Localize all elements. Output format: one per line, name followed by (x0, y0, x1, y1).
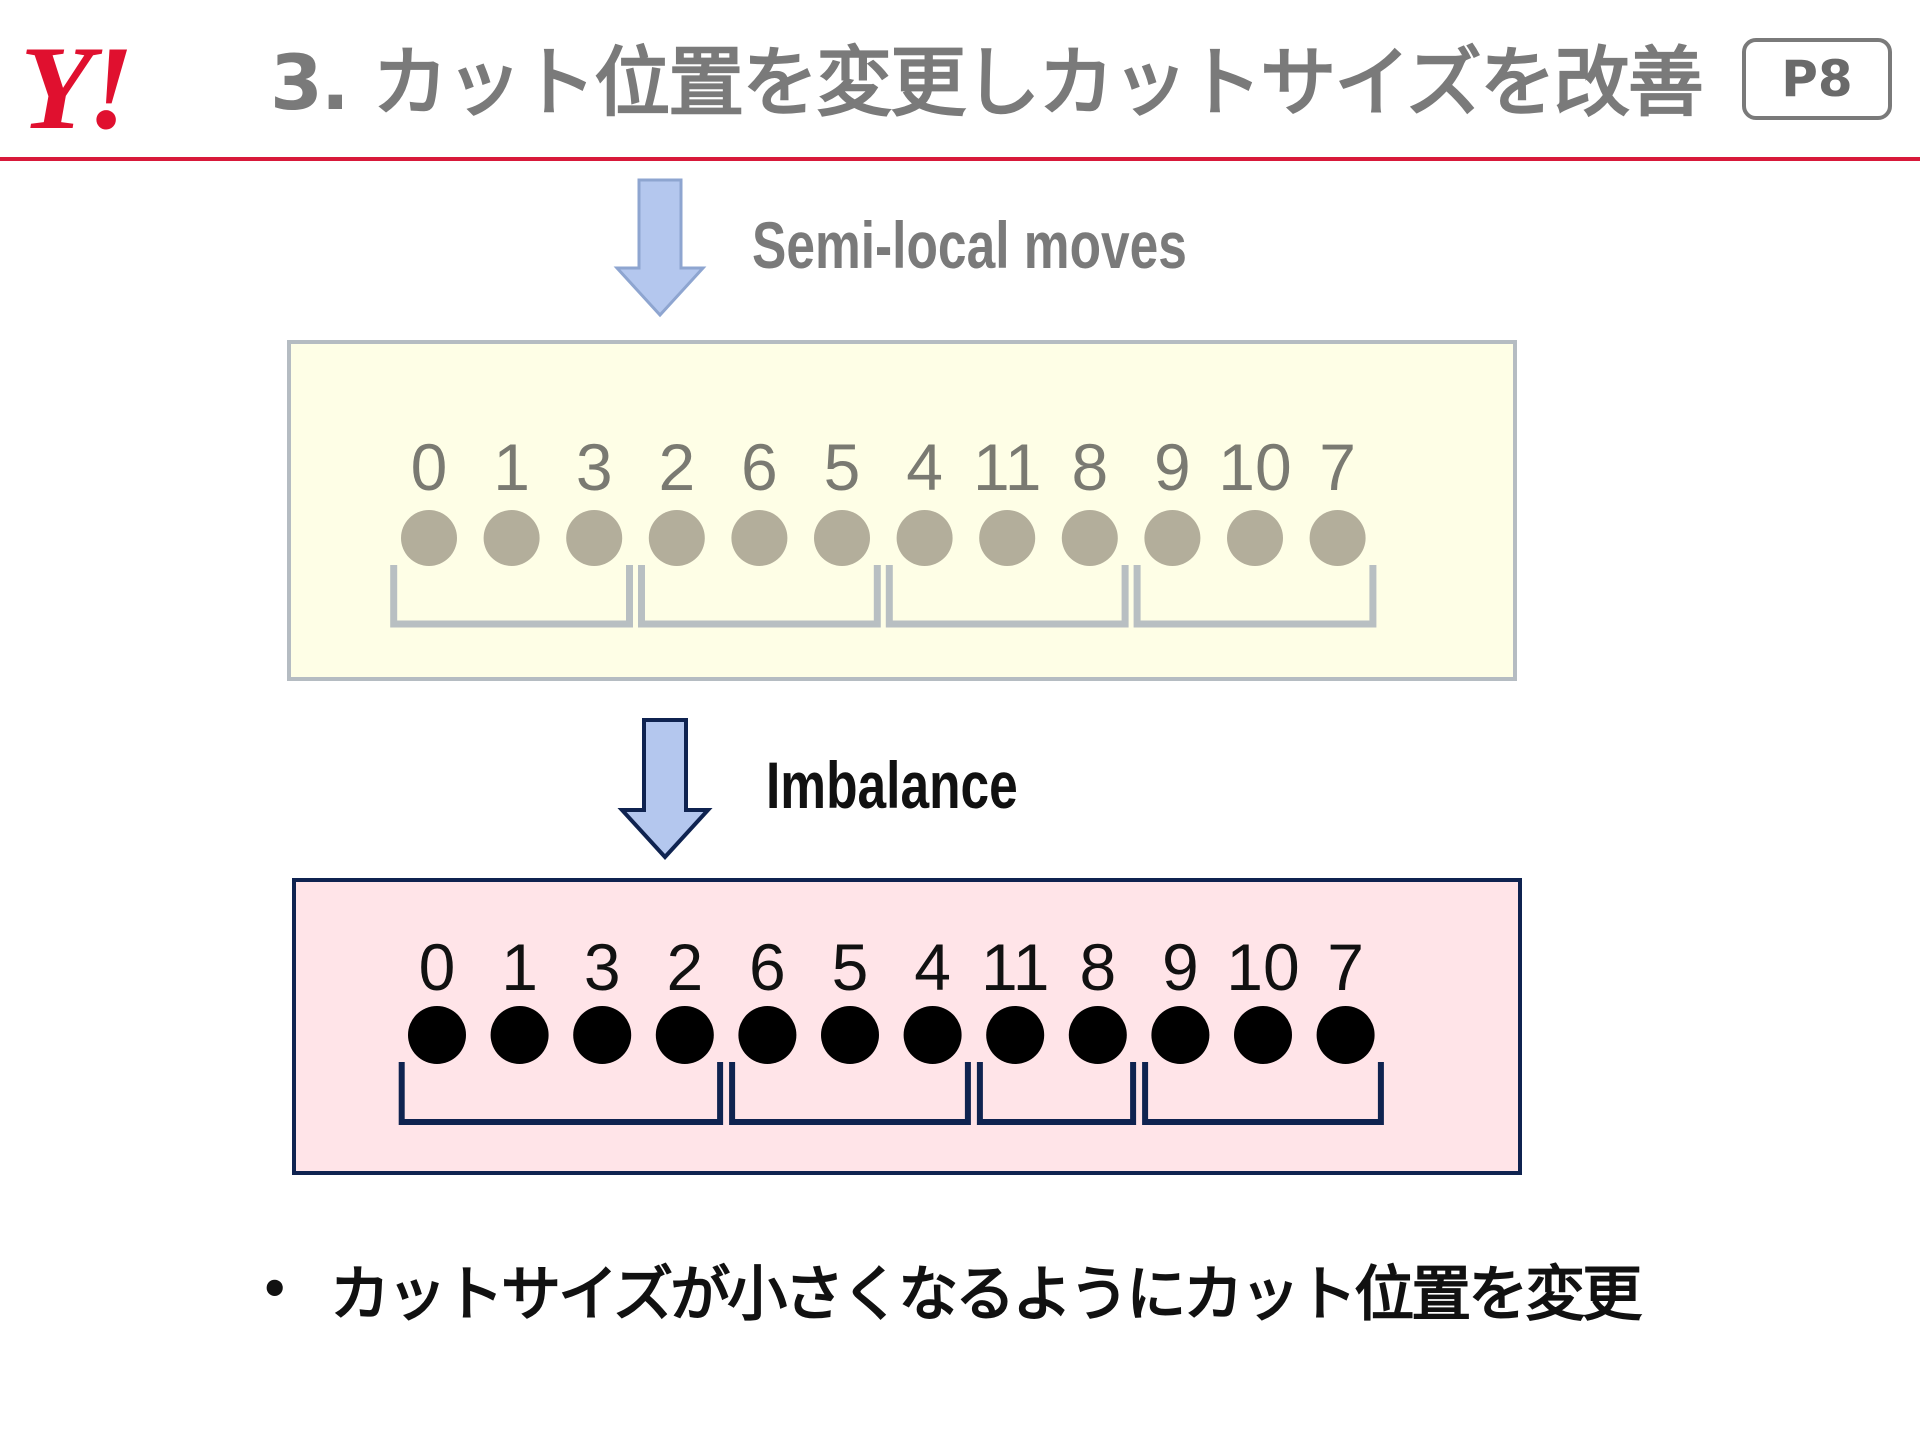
node-circle-p2-9 (1151, 1006, 1210, 1064)
node-circle-p1-6 (896, 510, 953, 566)
node-circle-p1-5 (814, 510, 870, 566)
node-circle-p1-2 (566, 510, 623, 566)
node-circle-p2-7 (986, 1006, 1045, 1064)
node-number-p1-10: 10 (1218, 430, 1291, 504)
partition-bracket-p1-1 (638, 565, 881, 628)
step-label-semi-local: Semi-local moves (752, 208, 1187, 282)
node-number-p1-9: 9 (1154, 430, 1191, 504)
partition-bracket-p2-3 (1142, 1062, 1384, 1125)
page-number-badge: P8 (1742, 38, 1892, 120)
node-circle-p1-10 (1227, 510, 1283, 566)
node-circle-p1-0 (401, 510, 457, 566)
node-circle-p1-8 (1061, 510, 1118, 566)
node-number-p1-11: 7 (1319, 430, 1356, 504)
node-number-p1-7: 11 (973, 430, 1042, 504)
partition-bracket-p2-1 (729, 1062, 971, 1125)
node-number-p1-8: 8 (1071, 430, 1108, 504)
partition-bracket-p1-3 (1133, 565, 1377, 628)
node-number-p2-3: 2 (666, 930, 703, 1004)
down-arrow-2 (617, 718, 713, 860)
node-number-p2-7: 11 (981, 930, 1050, 1004)
node-circle-p1-11 (1309, 510, 1366, 566)
node-circle-p2-4 (738, 1006, 797, 1064)
header-divider (0, 157, 1920, 161)
node-number-p1-1: 1 (493, 430, 530, 504)
node-number-p2-2: 3 (584, 930, 621, 1004)
partition-bracket-p2-2 (976, 1062, 1137, 1125)
yahoo-logo: Y! (20, 28, 134, 143)
node-circle-p1-1 (483, 510, 540, 566)
logo-text: Y! (20, 28, 128, 143)
page-title: 3. カット位置を変更しカットサイズを改善 (270, 38, 1704, 127)
node-circle-p2-8 (1068, 1006, 1127, 1064)
bullet-text: カットサイズが小さくなるようにカット位置を変更 (330, 1260, 1642, 1330)
panel-semi-local (287, 340, 1517, 681)
partition-bracket-p1-2 (885, 565, 1129, 628)
partition-bracket-p2-0 (398, 1062, 724, 1125)
node-circle-p2-6 (903, 1006, 962, 1064)
partition-bracket-p1-0 (390, 565, 633, 628)
node-number-p2-0: 0 (419, 930, 456, 1004)
node-number-p2-1: 1 (501, 930, 538, 1004)
node-circle-p2-2 (573, 1006, 632, 1064)
node-number-p1-3: 2 (658, 430, 695, 504)
node-circle-p2-3 (655, 1006, 714, 1064)
node-circle-p2-0 (408, 1006, 466, 1064)
node-circle-p1-3 (648, 510, 705, 566)
panel-imbalance (292, 878, 1522, 1175)
down-arrow-1 (613, 178, 707, 318)
node-number-p1-5: 5 (824, 430, 861, 504)
node-circle-p2-10 (1234, 1006, 1292, 1064)
node-circle-p1-9 (1144, 510, 1201, 566)
node-circle-p2-1 (490, 1006, 549, 1064)
node-number-p2-9: 9 (1162, 930, 1199, 1004)
node-circle-p1-4 (731, 510, 788, 566)
bullet-marker: • (260, 1262, 290, 1316)
node-number-p2-6: 4 (914, 930, 951, 1004)
node-number-p2-11: 7 (1327, 930, 1364, 1004)
node-number-p1-2: 3 (576, 430, 613, 504)
node-number-p2-5: 5 (832, 930, 869, 1004)
node-number-p2-4: 6 (749, 930, 786, 1004)
node-number-p2-10: 10 (1226, 930, 1299, 1004)
node-circle-p2-5 (821, 1006, 879, 1064)
node-circle-p2-11 (1316, 1006, 1375, 1064)
node-number-p2-8: 8 (1079, 930, 1116, 1004)
node-number-p1-0: 0 (411, 430, 448, 504)
node-number-p1-4: 6 (741, 430, 778, 504)
node-circle-p1-7 (979, 510, 1036, 566)
node-number-p1-6: 4 (906, 430, 943, 504)
step-label-imbalance: Imbalance (766, 748, 1018, 822)
